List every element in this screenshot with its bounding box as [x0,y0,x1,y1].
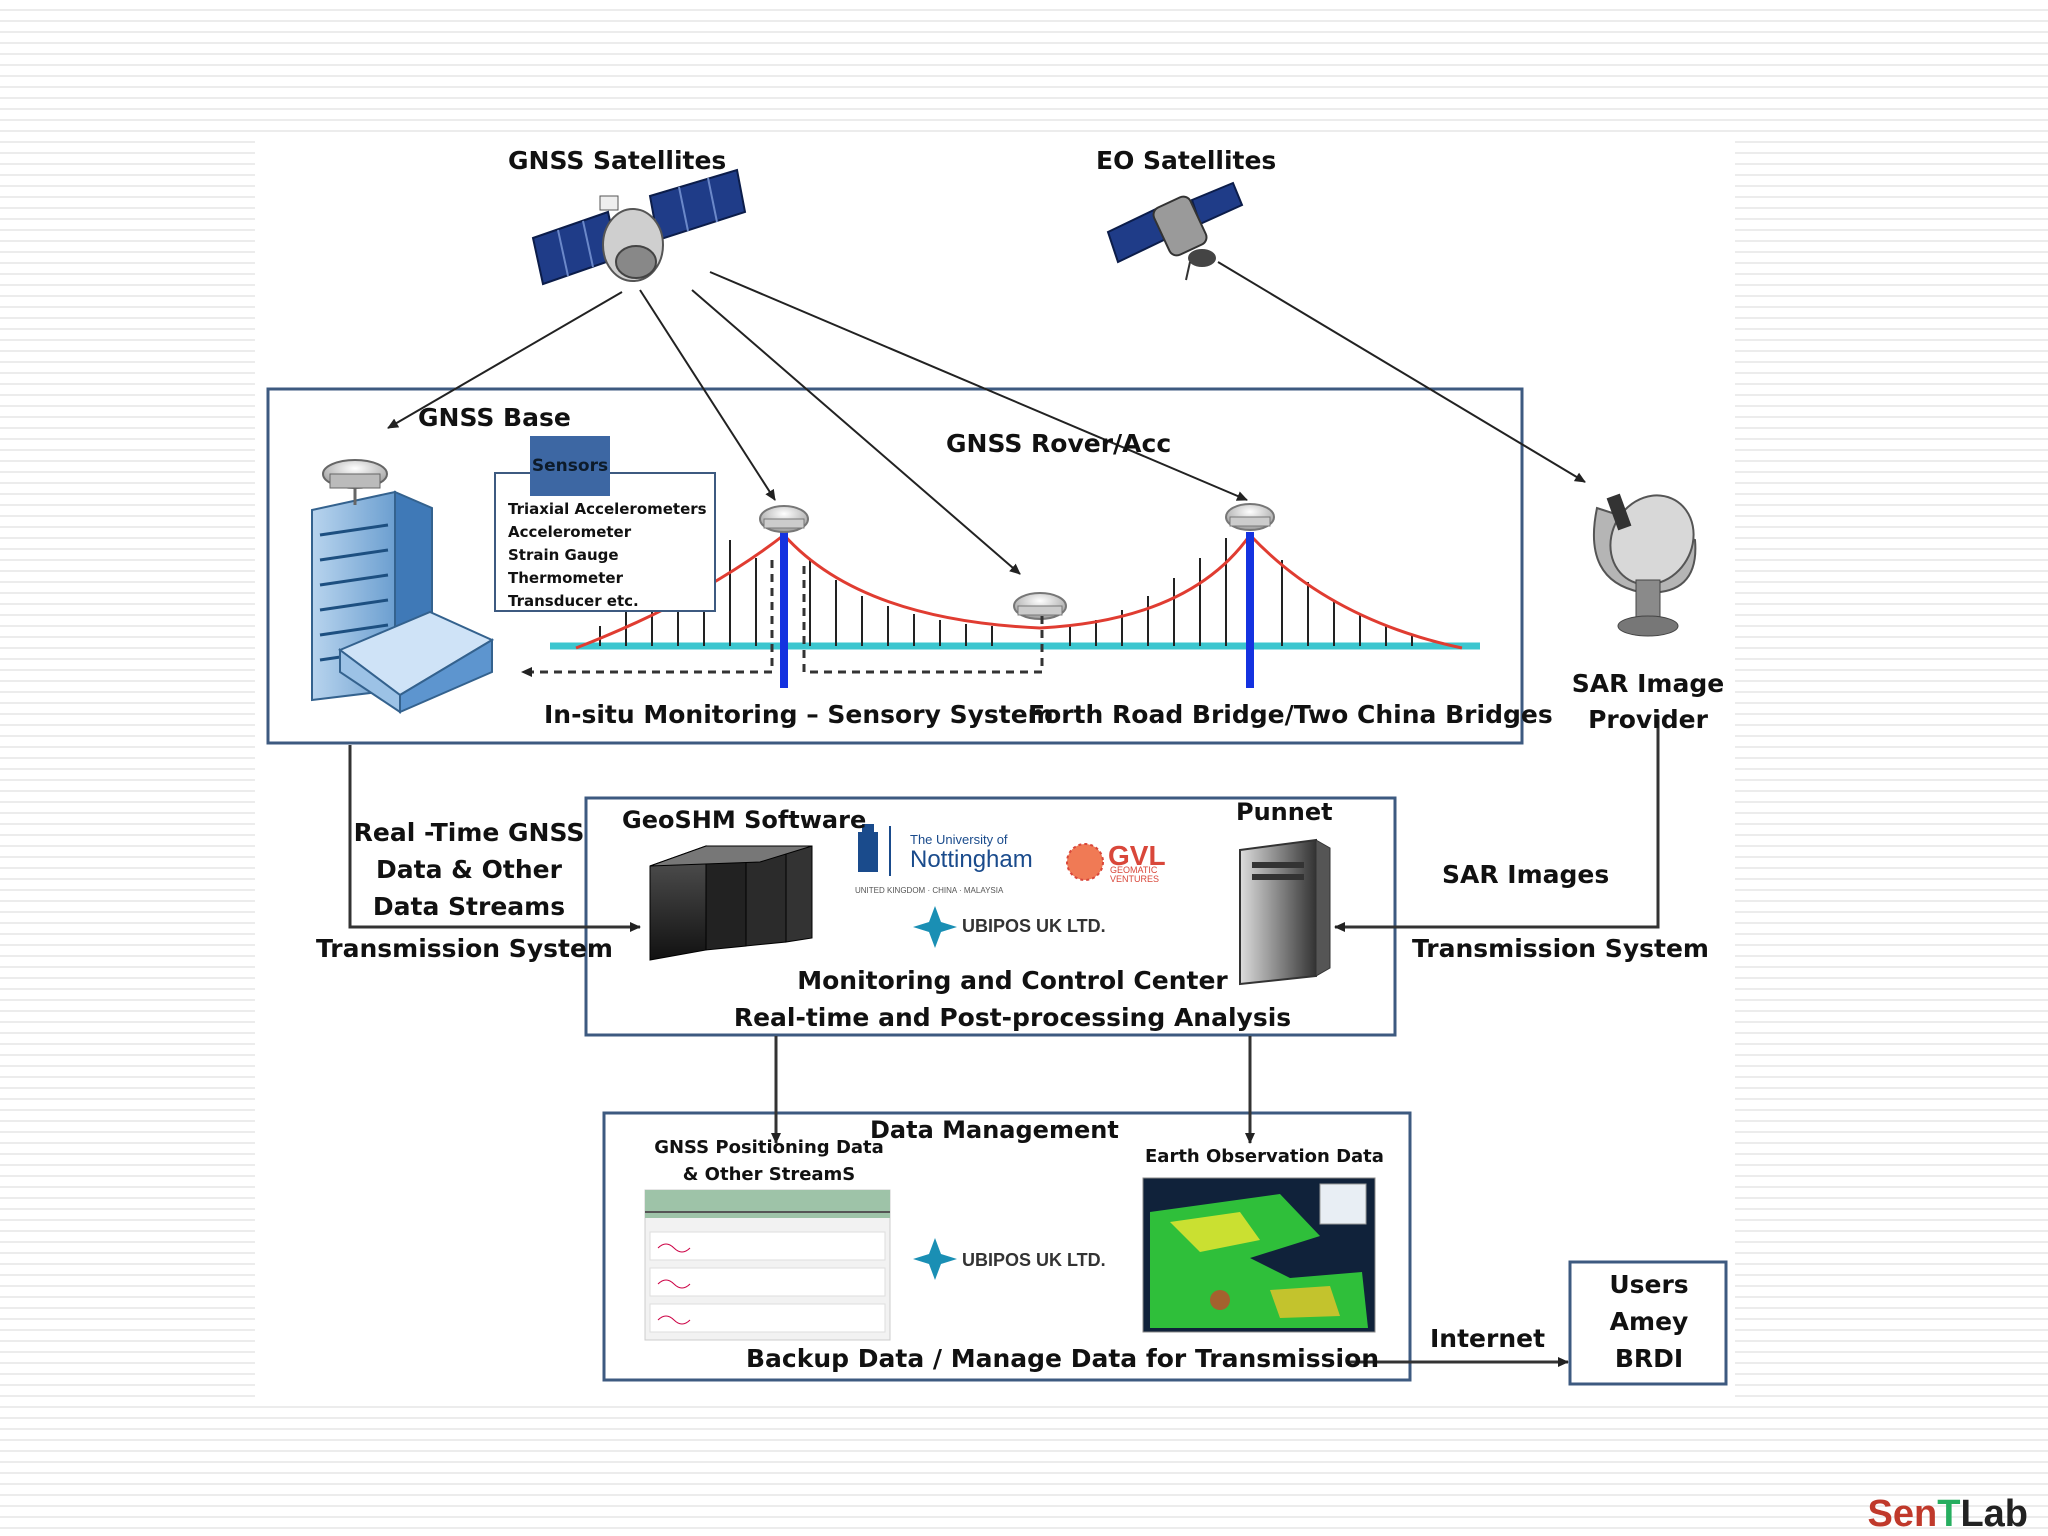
earth-observation-map [1142,1177,1376,1333]
gnss-rover-antenna-icon [1225,503,1275,531]
sensor-item: Accelerometer [508,523,632,541]
satellite-dish-icon [1592,493,1697,637]
internet-label: Internet [1430,1324,1546,1353]
field-system-box [266,387,1524,745]
eo-satellite-icon [1106,181,1244,281]
left-transmission-label: Transmission System [316,934,613,963]
gnss-satellite-icon [531,168,747,286]
control-center-box [584,796,1397,1037]
right-transmission-label: Transmission System [1412,934,1709,963]
users-item: Users [1609,1270,1689,1299]
backup-label: Backup Data / Manage Data for Transmissi… [746,1344,1380,1373]
diagram-panel [255,134,1735,1404]
ubipos-star-icon [913,1238,957,1280]
nottingham-crest-icon [858,824,891,876]
gvl-logo-icon [1066,843,1104,881]
sar-provider-label: SAR Image Provider [1571,669,1725,734]
sensors-header: Sensors [530,436,610,496]
connector-arrows [348,715,1660,1367]
building-icon [311,459,495,714]
gnss-data-thumbnail [644,1189,891,1341]
bridge-label: Forth Road Bridge/Two China Bridges [1028,700,1553,729]
users-list: Users Amey BRDI [1572,1266,1726,1377]
sensor-item: Strain Gauge [508,546,619,564]
signal-arrows [387,261,1586,575]
nottingham-small-text: The University of [910,832,1008,847]
gnss-positioning-label: GNSS Positioning Data & Other StreamS [654,1137,884,1185]
gnss-rover-antenna-icon [1013,592,1067,620]
data-management-title: Data Management [870,1116,1119,1144]
sentlab-watermark: SenTLab [1867,1493,2028,1535]
ubipos-star-icon [913,906,957,948]
punnet-label: Punnet [1236,798,1333,826]
users-item: Amey [1609,1307,1689,1336]
insitu-label: In-situ Monitoring – Sensory System [544,700,1054,729]
control-center-title: Monitoring and Control Center Real-time … [733,966,1292,1032]
gnss-rover-antenna-icon [759,505,809,533]
eo-satellites-label: EO Satellites [1096,146,1277,175]
ubipos-text: UBIPOS UK LTD. [962,1250,1106,1270]
sensor-item: Thermometer [508,569,623,587]
gvl-subtext: GEOMATIC VENTURES [1110,865,1160,884]
gnss-base-label: GNSS Base [418,403,571,432]
sensor-item: Triaxial Accelerometers [508,500,707,518]
sar-images-label: SAR Images [1442,860,1610,889]
ubipos-text: UBIPOS UK LTD. [962,916,1106,936]
punnet-server-icon [1239,838,1331,986]
sensor-item: Transducer etc. [508,592,639,610]
gnss-satellites-label: GNSS Satellites [508,146,727,175]
gvl-logo-text: GVL [1108,840,1166,871]
realtime-gnss-label: Real -Time GNSS Data & Other Data Stream… [353,818,585,921]
bridge-illustration [521,503,1480,688]
server-rack-icon [649,845,813,961]
data-management-box [602,1111,1412,1382]
users-item: BRDI [1614,1344,1684,1373]
gnss-rover-label: GNSS Rover/Acc [946,429,1172,458]
nottingham-subtext: UNITED KINGDOM · CHINA · MALAYSIA [855,886,1004,895]
geoshm-software-label: GeoSHM Software [622,806,867,834]
users-box [1568,1260,1728,1386]
nottingham-logo-text: Nottingham [910,846,1033,873]
eo-data-label: Earth Observation Data [1145,1146,1384,1167]
